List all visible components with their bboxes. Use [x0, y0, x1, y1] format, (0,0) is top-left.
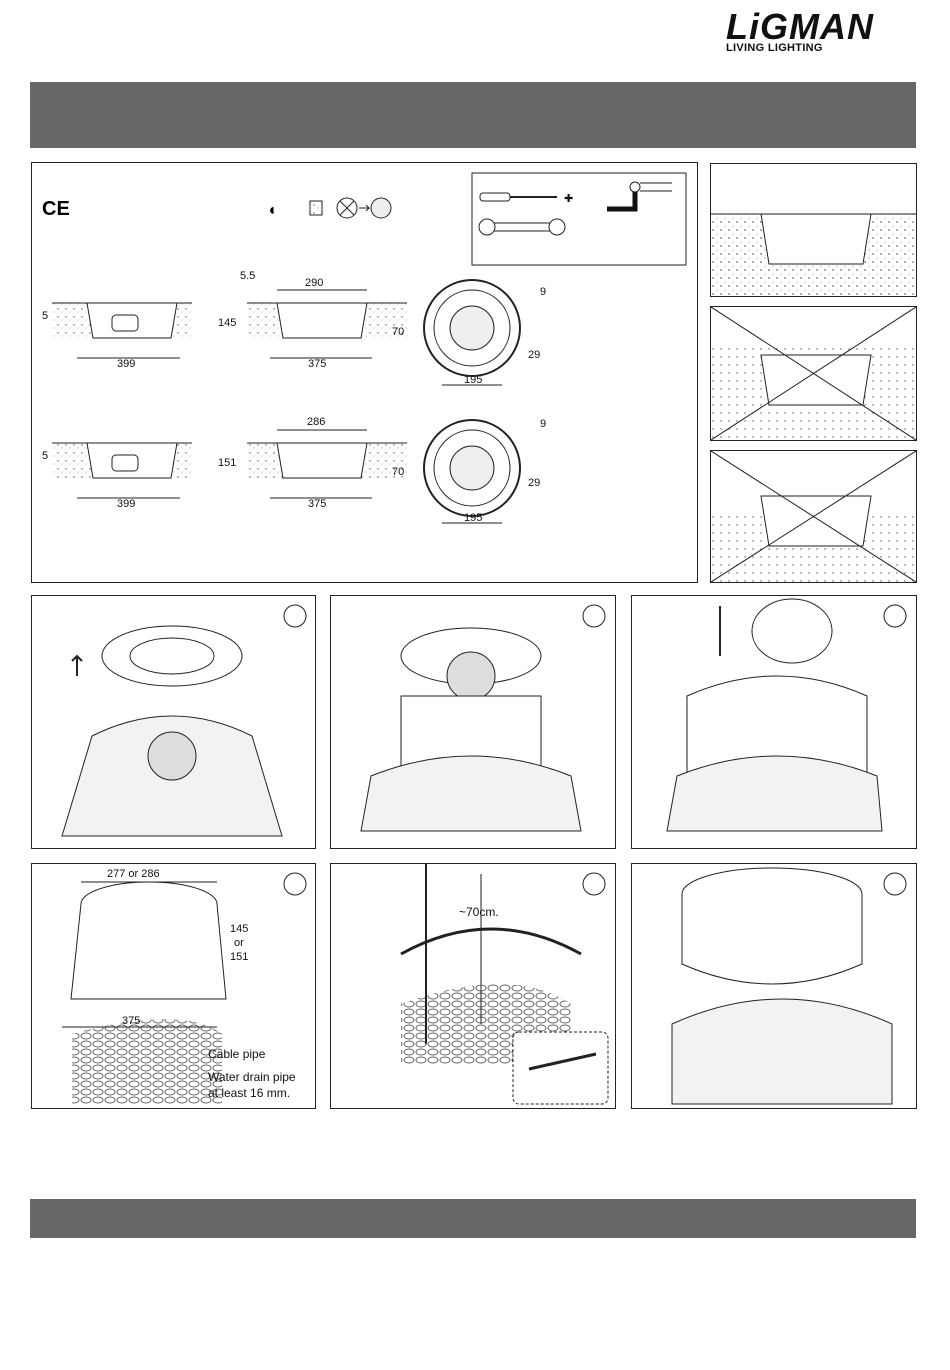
row2-top-view: 9 29 195: [424, 418, 546, 524]
row1-top-width: 290: [305, 277, 323, 289]
row2-side-view: 5 151 399: [42, 443, 236, 510]
step4-height-b: 151: [230, 951, 248, 963]
step5-depth: ~70cm.: [459, 905, 499, 919]
step-4-panel: 277 or 286 145 or 151 375 Cable pipe Wat…: [31, 863, 316, 1109]
step-3-badge: [884, 605, 906, 627]
glass-icon: [371, 198, 391, 218]
ip-icon: [310, 201, 322, 215]
step-6-panel: [631, 863, 917, 1109]
ce-mark-icon: CE: [42, 198, 70, 220]
row1-circle-width: 195: [464, 374, 482, 386]
row1-depth: 5: [42, 310, 48, 322]
tools-box: [472, 173, 686, 265]
step-6-badge: [884, 873, 906, 895]
row2-r2: 29: [528, 477, 540, 489]
row1-top-depth: 5.5: [240, 270, 255, 282]
install-correct-panel: [710, 163, 917, 297]
row1-hole-width: 375: [308, 358, 326, 370]
row2-hole-width: 375: [308, 498, 326, 510]
row2-height: 151: [218, 457, 236, 469]
footer-band: [30, 1199, 916, 1238]
step-4-badge: [284, 873, 306, 895]
drain-pipe-label-2: at least 16 mm.: [208, 1086, 290, 1100]
row1-height: 145: [218, 317, 236, 329]
hex-key-icon: [607, 182, 672, 209]
row1-base-width: 399: [117, 358, 135, 370]
step-1-badge: [284, 605, 306, 627]
row2-base-width: 399: [117, 498, 135, 510]
row1-hole-view: 5.5 290 70 375: [240, 270, 407, 370]
step-2-badge: [583, 605, 605, 627]
wrench-icon: [479, 219, 565, 235]
row2-top-width: 286: [307, 416, 325, 428]
step4-height-a: 145: [230, 923, 248, 935]
step-3-panel: [631, 595, 917, 849]
row1-r1: 9: [540, 286, 546, 298]
svg-text:✚: ✚: [564, 193, 573, 205]
drain-pipe-label-1: Water drain pipe: [208, 1070, 296, 1084]
row2-circle-width: 195: [464, 512, 482, 524]
row2-side-depth: 70: [392, 466, 404, 478]
step-1-panel: [31, 595, 316, 849]
class-icon: ◖: [267, 202, 277, 219]
cable-pipe-label: Cable pipe: [208, 1047, 266, 1061]
row1-side-view: 5 145 399: [42, 303, 236, 370]
screwdriver-icon: ✚: [480, 193, 573, 205]
step4-height-or: or: [234, 937, 244, 949]
step-5-badge: [583, 873, 605, 895]
step4-top-width: 277 or 286: [107, 868, 160, 880]
row2-depth: 5: [42, 450, 48, 462]
install-wrong-panel-2: [710, 450, 917, 583]
row2-r1: 9: [540, 418, 546, 430]
spec-drawing: CE ◖ ✚ 5 145: [32, 163, 697, 582]
row1-r2: 29: [528, 349, 540, 361]
step-2-panel: [330, 595, 616, 849]
cable-detail-callout: [513, 1032, 608, 1104]
install-wrong-panel-1: [710, 306, 917, 441]
spec-panel: CE ◖ ✚ 5 145: [31, 162, 698, 583]
brand-tagline: LIVING LIGHTING: [726, 42, 823, 54]
step-5-panel: ~70cm.: [330, 863, 616, 1109]
step4-base-width: 375: [122, 1015, 140, 1027]
title-band: [30, 82, 916, 148]
row1-side-depth: 70: [392, 326, 404, 338]
row2-hole-view: 286 70 375: [247, 416, 407, 510]
row1-top-view: 9 29 195: [424, 280, 546, 386]
